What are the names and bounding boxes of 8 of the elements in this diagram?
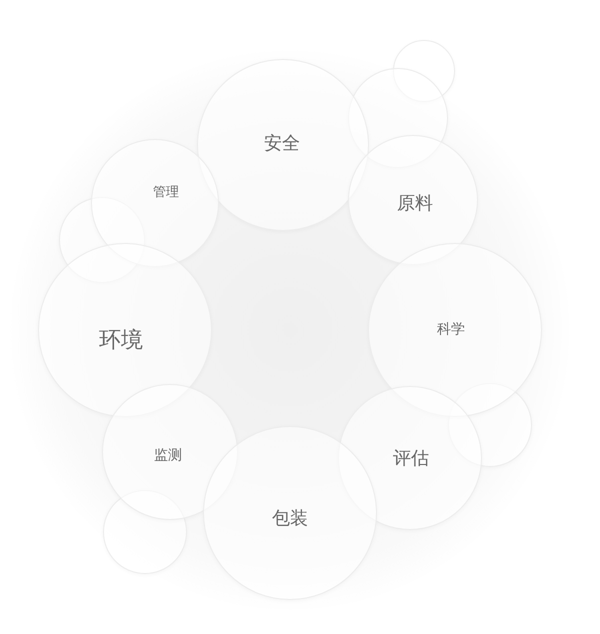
topic-label: 环境 bbox=[99, 328, 143, 354]
topic-label: 评估 bbox=[393, 448, 429, 470]
topic-label: 监测 bbox=[154, 448, 182, 464]
topic-label: 管理 bbox=[153, 185, 179, 201]
topic-label: 原料 bbox=[397, 193, 433, 215]
topic-label: 包装 bbox=[272, 508, 308, 530]
topic-label: 科学 bbox=[437, 322, 465, 338]
topic-label: 安全 bbox=[264, 133, 300, 155]
